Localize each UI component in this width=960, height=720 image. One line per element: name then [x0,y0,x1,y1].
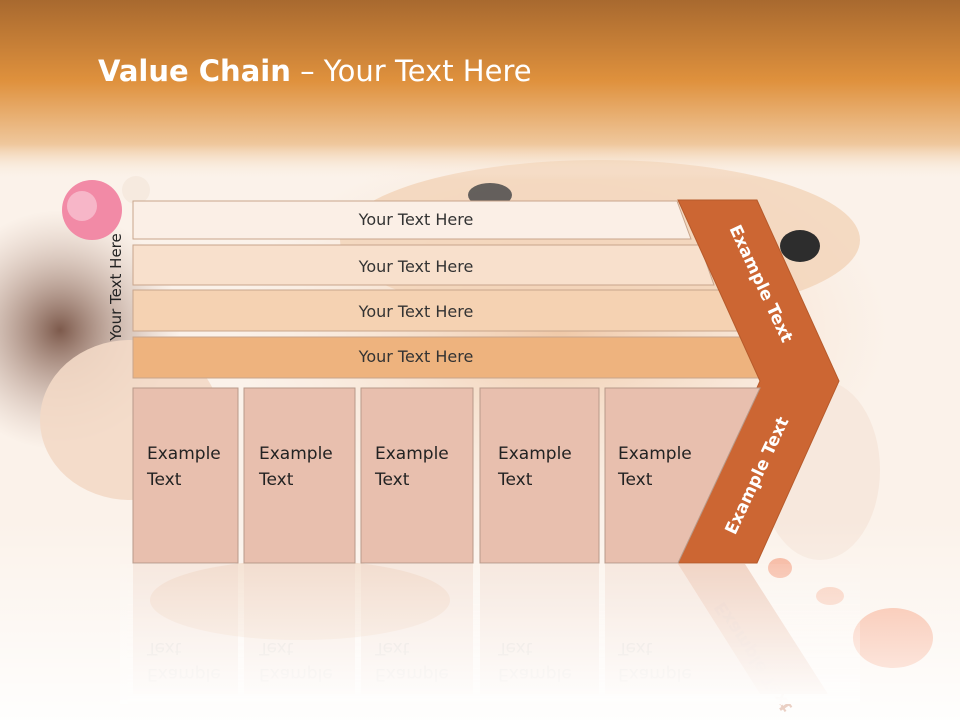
cell-4-line2: Text [497,470,533,490]
cell-1-line1: Example [147,444,221,464]
cell-2 [243,387,356,564]
chevron-arrow [677,199,840,564]
bar-2 [132,244,715,286]
title-rest: – Your Text Here [290,54,532,88]
cell-3 [360,387,474,564]
cell-1-line2: Text [146,470,182,490]
bar-3-label: Your Text Here [358,302,474,321]
bar-4-label: Your Text Here [358,347,474,366]
cell-4-line1: Example [498,444,572,464]
cell-5 [604,387,761,564]
cell-2-line2: Text [258,470,294,490]
bar-1-label: Your Text Here [358,210,474,229]
cell-4 [479,387,600,564]
bar-1 [132,200,692,240]
cell-3-line1: Example [375,444,449,464]
cell-5-line1: Example [618,444,692,464]
cell-3-line2: Text [374,470,410,490]
cell-1 [132,387,239,564]
cell-2-line1: Example [259,444,333,464]
bar-2-label: Your Text Here [358,257,474,276]
cell-5-line2: Text [617,470,653,490]
title-bold: Value Chain [98,54,291,88]
slide-title: Value Chain – Your Text Here [98,54,532,88]
diagram-reflection: Example Text Example Text Example Text E… [120,564,860,715]
